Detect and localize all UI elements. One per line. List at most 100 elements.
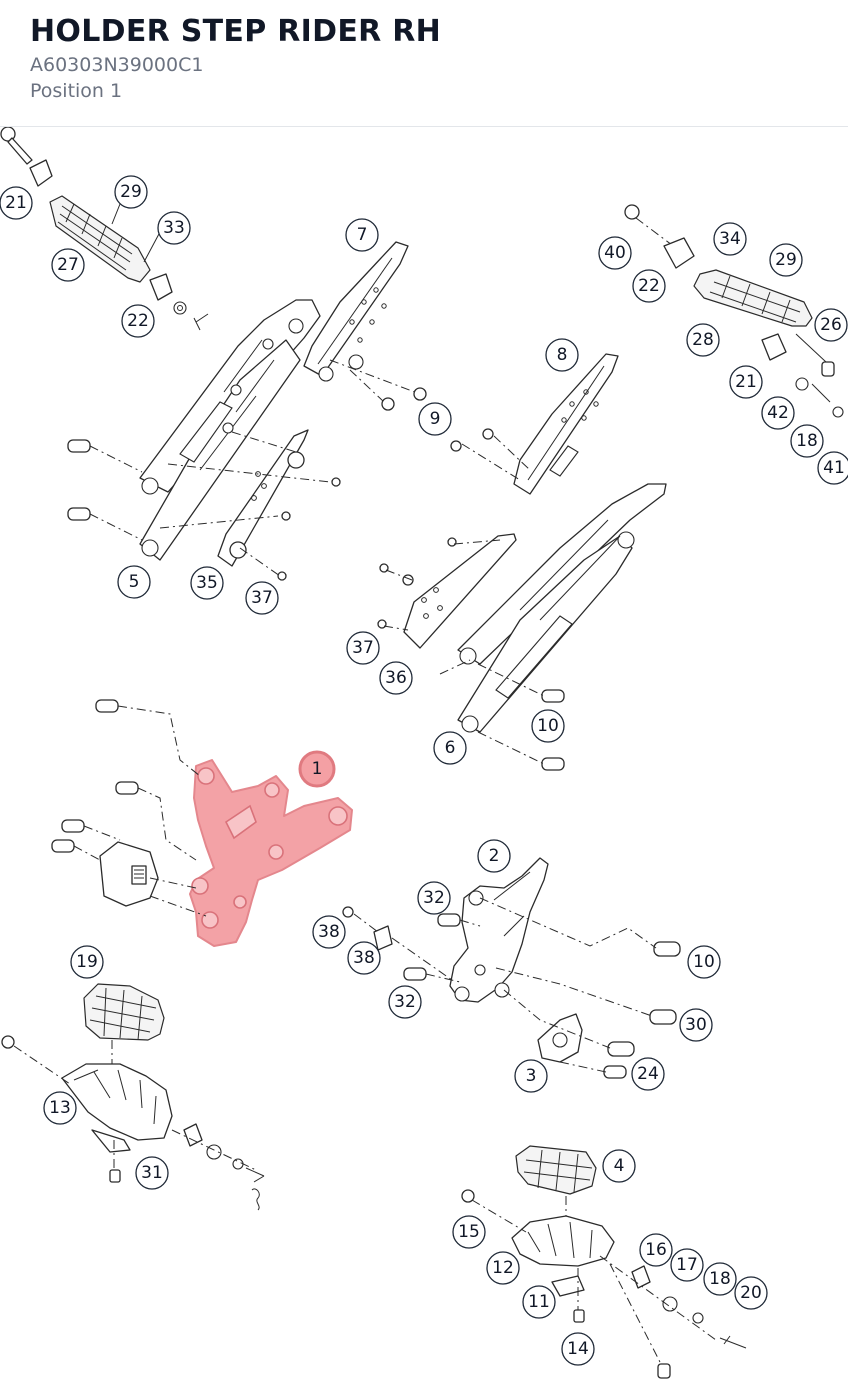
callout-42[interactable]: 42: [761, 396, 795, 430]
callout-15[interactable]: 15: [452, 1215, 486, 1249]
callout-35[interactable]: 35: [190, 566, 224, 600]
callout-13[interactable]: 13: [43, 1091, 77, 1125]
callout-31[interactable]: 31: [135, 1156, 169, 1190]
callout-32-upper[interactable]: 32: [417, 881, 451, 915]
svg-text:29: 29: [775, 250, 797, 270]
svg-text:17: 17: [676, 1255, 698, 1275]
callout-33[interactable]: 33: [157, 211, 191, 245]
svg-text:32: 32: [423, 888, 445, 908]
mount-bracket-left: [51, 699, 207, 917]
rider-footpeg-left-lower: [1, 983, 265, 1211]
part-number: A60303N39000C1: [30, 54, 204, 76]
svg-text:15: 15: [458, 1222, 480, 1242]
svg-text:13: 13: [49, 1098, 71, 1118]
callout-37-upper[interactable]: 37: [245, 581, 279, 615]
svg-text:21: 21: [5, 193, 27, 213]
passenger-footpeg-right-assembly: [624, 204, 844, 418]
svg-text:40: 40: [604, 243, 626, 263]
svg-text:16: 16: [645, 1240, 667, 1260]
svg-text:29: 29: [120, 182, 142, 202]
holder-left-frame: [139, 299, 321, 561]
callout-1[interactable]: 1: [298, 750, 336, 788]
callout-10-upper[interactable]: 10: [531, 709, 565, 743]
svg-text:18: 18: [709, 1269, 731, 1289]
svg-text:38: 38: [353, 948, 375, 968]
callout-3[interactable]: 3: [514, 1059, 548, 1093]
callout-2[interactable]: 2: [477, 839, 511, 873]
callout-7[interactable]: 7: [345, 218, 379, 252]
svg-text:32: 32: [394, 992, 416, 1012]
position-label: Position 1: [30, 80, 123, 102]
callout-18-lower[interactable]: 18: [703, 1262, 737, 1296]
callout-28[interactable]: 28: [686, 323, 720, 357]
callout-11[interactable]: 11: [522, 1285, 556, 1319]
callout-20[interactable]: 20: [734, 1276, 768, 1310]
callout-34[interactable]: 34: [713, 222, 747, 256]
svg-text:24: 24: [637, 1064, 659, 1084]
callout-16[interactable]: 16: [639, 1233, 673, 1267]
svg-text:12: 12: [492, 1258, 514, 1278]
svg-text:26: 26: [820, 315, 842, 335]
svg-text:33: 33: [163, 218, 185, 238]
svg-text:8: 8: [557, 345, 568, 365]
page-title: HOLDER STEP RIDER RH: [30, 14, 442, 49]
svg-text:6: 6: [445, 738, 456, 758]
svg-text:41: 41: [823, 458, 845, 478]
svg-text:36: 36: [385, 668, 407, 688]
svg-text:35: 35: [196, 573, 218, 593]
callout-24[interactable]: 24: [631, 1057, 665, 1091]
svg-text:1: 1: [312, 759, 323, 779]
rider-footpeg-left-assembly: [0, 127, 209, 331]
svg-text:42: 42: [767, 403, 789, 423]
callout-26[interactable]: 26: [814, 308, 848, 342]
svg-text:10: 10: [693, 952, 715, 972]
heat-shield-plate-right: [377, 533, 565, 771]
callout-38-lower[interactable]: 38: [347, 941, 381, 975]
callout-17[interactable]: 17: [670, 1248, 704, 1282]
page-header: HOLDER STEP RIDER RH A60303N39000C1 Posi…: [0, 0, 848, 127]
heat-shield-plate-left: [217, 429, 309, 567]
callout-5[interactable]: 5: [117, 565, 151, 599]
svg-text:3: 3: [526, 1066, 537, 1086]
callout-30[interactable]: 30: [679, 1008, 713, 1042]
svg-text:19: 19: [76, 952, 98, 972]
svg-text:2: 2: [489, 846, 500, 866]
svg-text:4: 4: [614, 1156, 625, 1176]
callout-19[interactable]: 19: [70, 945, 104, 979]
callout-14[interactable]: 14: [561, 1332, 595, 1366]
heel-guard-plate-right: [450, 353, 619, 495]
callout-18-upper[interactable]: 18: [790, 424, 824, 458]
holder-step-rider-rh-highlighted: [189, 759, 353, 947]
callout-32-lower[interactable]: 32: [388, 985, 422, 1019]
bolts-left-frame: [67, 359, 427, 581]
callout-leaders: [111, 203, 161, 263]
svg-text:18: 18: [796, 431, 818, 451]
svg-text:37: 37: [251, 588, 273, 608]
callout-6[interactable]: 6: [433, 731, 467, 765]
callout-21-right[interactable]: 21: [729, 365, 763, 399]
holder-passenger-right: [342, 857, 681, 1079]
holder-right-frame: [457, 483, 667, 733]
callout-22-left[interactable]: 22: [121, 304, 155, 338]
callout-41[interactable]: 41: [817, 451, 848, 485]
callout-22-right[interactable]: 22: [632, 269, 666, 303]
callout-36[interactable]: 36: [379, 661, 413, 695]
svg-text:30: 30: [685, 1015, 707, 1035]
svg-text:9: 9: [430, 409, 441, 429]
heel-guard-plate-left: [303, 241, 409, 382]
callout-9[interactable]: 9: [418, 402, 452, 436]
svg-text:10: 10: [537, 716, 559, 736]
callout-27[interactable]: 27: [51, 248, 85, 282]
callout-4[interactable]: 4: [602, 1149, 636, 1183]
svg-text:14: 14: [567, 1339, 589, 1359]
callout-37-lower[interactable]: 37: [346, 631, 380, 665]
callout-8[interactable]: 8: [545, 338, 579, 372]
callout-21-left[interactable]: 21: [0, 186, 33, 220]
callout-10-middle[interactable]: 10: [687, 945, 721, 979]
callout-40[interactable]: 40: [598, 236, 632, 270]
callout-38-upper[interactable]: 38: [312, 915, 346, 949]
callout-12[interactable]: 12: [486, 1251, 520, 1285]
callout-29-left[interactable]: 29: [114, 175, 148, 209]
svg-text:5: 5: [129, 572, 140, 592]
callout-29-right[interactable]: 29: [769, 243, 803, 277]
